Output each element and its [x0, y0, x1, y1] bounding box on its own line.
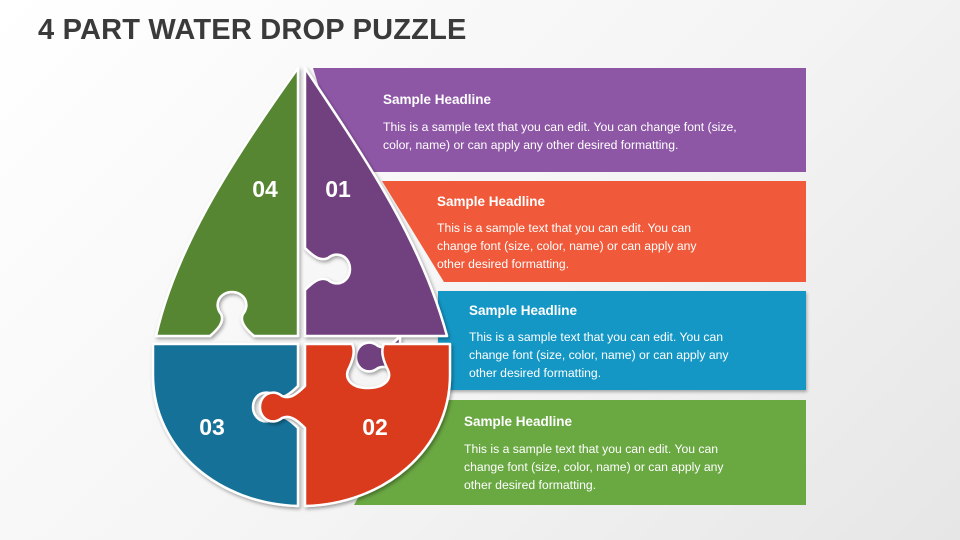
- banner-4-text: This is a sample text that you can edit.…: [464, 442, 724, 492]
- banner-1: Sample Headline This is a sample text th…: [313, 68, 806, 172]
- banner-1-headline: Sample Headline: [383, 92, 492, 107]
- puzzle-piece-03: [151, 342, 300, 508]
- banner-3-headline: Sample Headline: [469, 303, 578, 318]
- puzzle-piece-04: [154, 66, 300, 338]
- banner-3-text: This is a sample text that you can edit.…: [469, 330, 729, 380]
- slide-title: 4 PART WATER DROP PUZZLE: [38, 14, 467, 46]
- banner-2-text: This is a sample text that you can edit.…: [437, 221, 697, 271]
- puzzle-piece-02: [258, 342, 452, 508]
- banner-2-headline: Sample Headline: [437, 194, 546, 209]
- piece-04-label: 04: [252, 176, 278, 202]
- piece-03-label: 03: [199, 414, 225, 440]
- piece-02-label: 02: [362, 414, 388, 440]
- banner-2: Sample Headline This is a sample text th…: [382, 181, 806, 282]
- piece-01-label: 01: [325, 176, 351, 202]
- banner-1-text: This is a sample text that you can edit.…: [383, 120, 737, 152]
- banner-3: Sample Headline This is a sample text th…: [438, 291, 806, 390]
- banner-4-headline: Sample Headline: [464, 414, 573, 429]
- puzzle-piece-01: [303, 66, 449, 380]
